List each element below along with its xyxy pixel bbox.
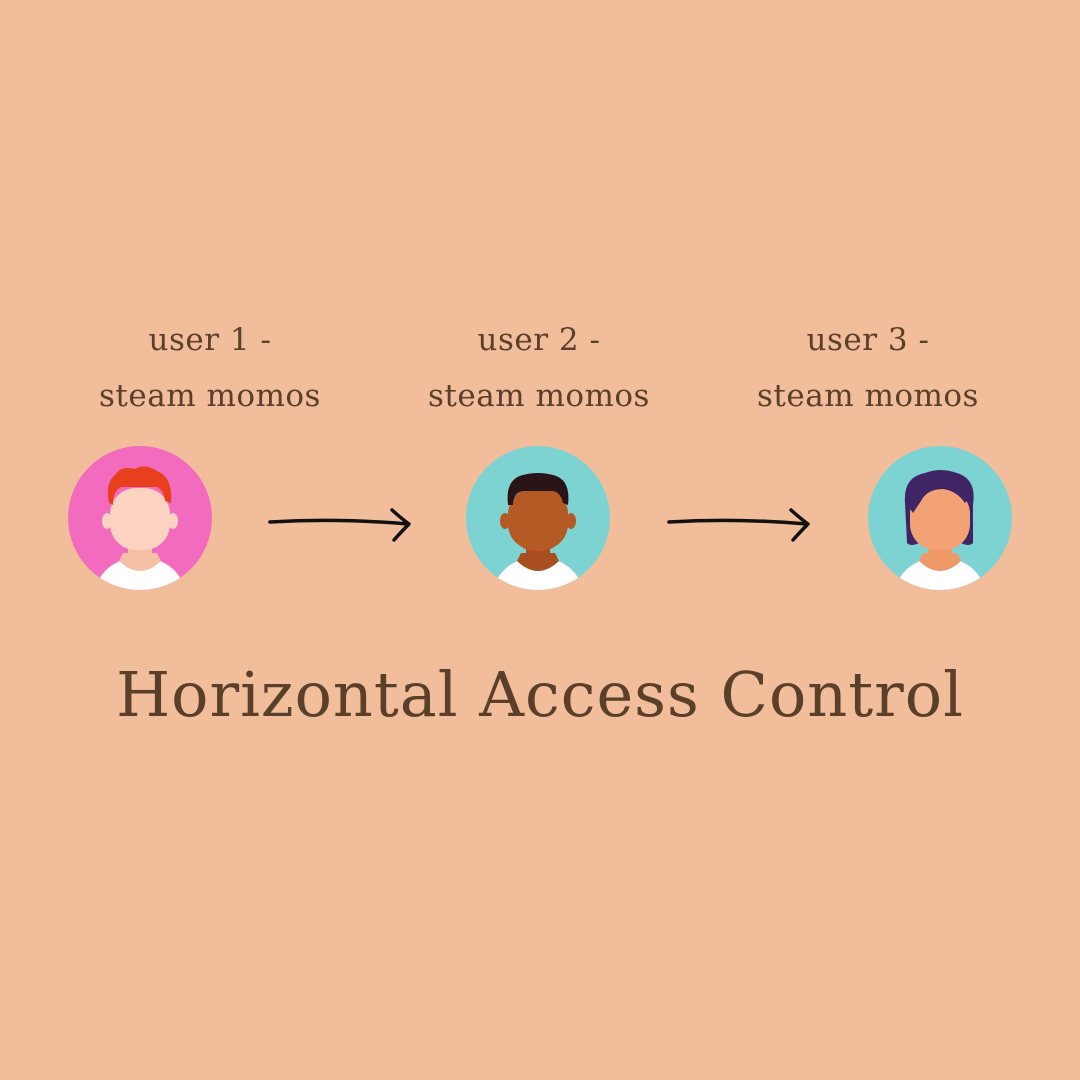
user-1-name: user 1 - [148, 322, 272, 358]
user-2-label: user 2 - steam momos [389, 312, 689, 424]
user-1-label: user 1 - steam momos [60, 312, 360, 424]
user-1-avatar-icon [65, 443, 215, 603]
diagram-title: Horizontal Access Control [116, 658, 964, 731]
user-3-label: user 3 - steam momos [718, 312, 1018, 424]
user-3-avatar-icon [865, 443, 1015, 603]
user-3-item: steam momos [757, 378, 979, 414]
arrow-2-icon [667, 505, 817, 545]
user-1-item: steam momos [99, 378, 321, 414]
user-2-avatar-icon [463, 443, 613, 603]
user-2-item: steam momos [428, 378, 650, 414]
arrow-1-icon [268, 505, 418, 545]
user-3-name: user 3 - [806, 322, 930, 358]
user-2-name: user 2 - [477, 322, 601, 358]
